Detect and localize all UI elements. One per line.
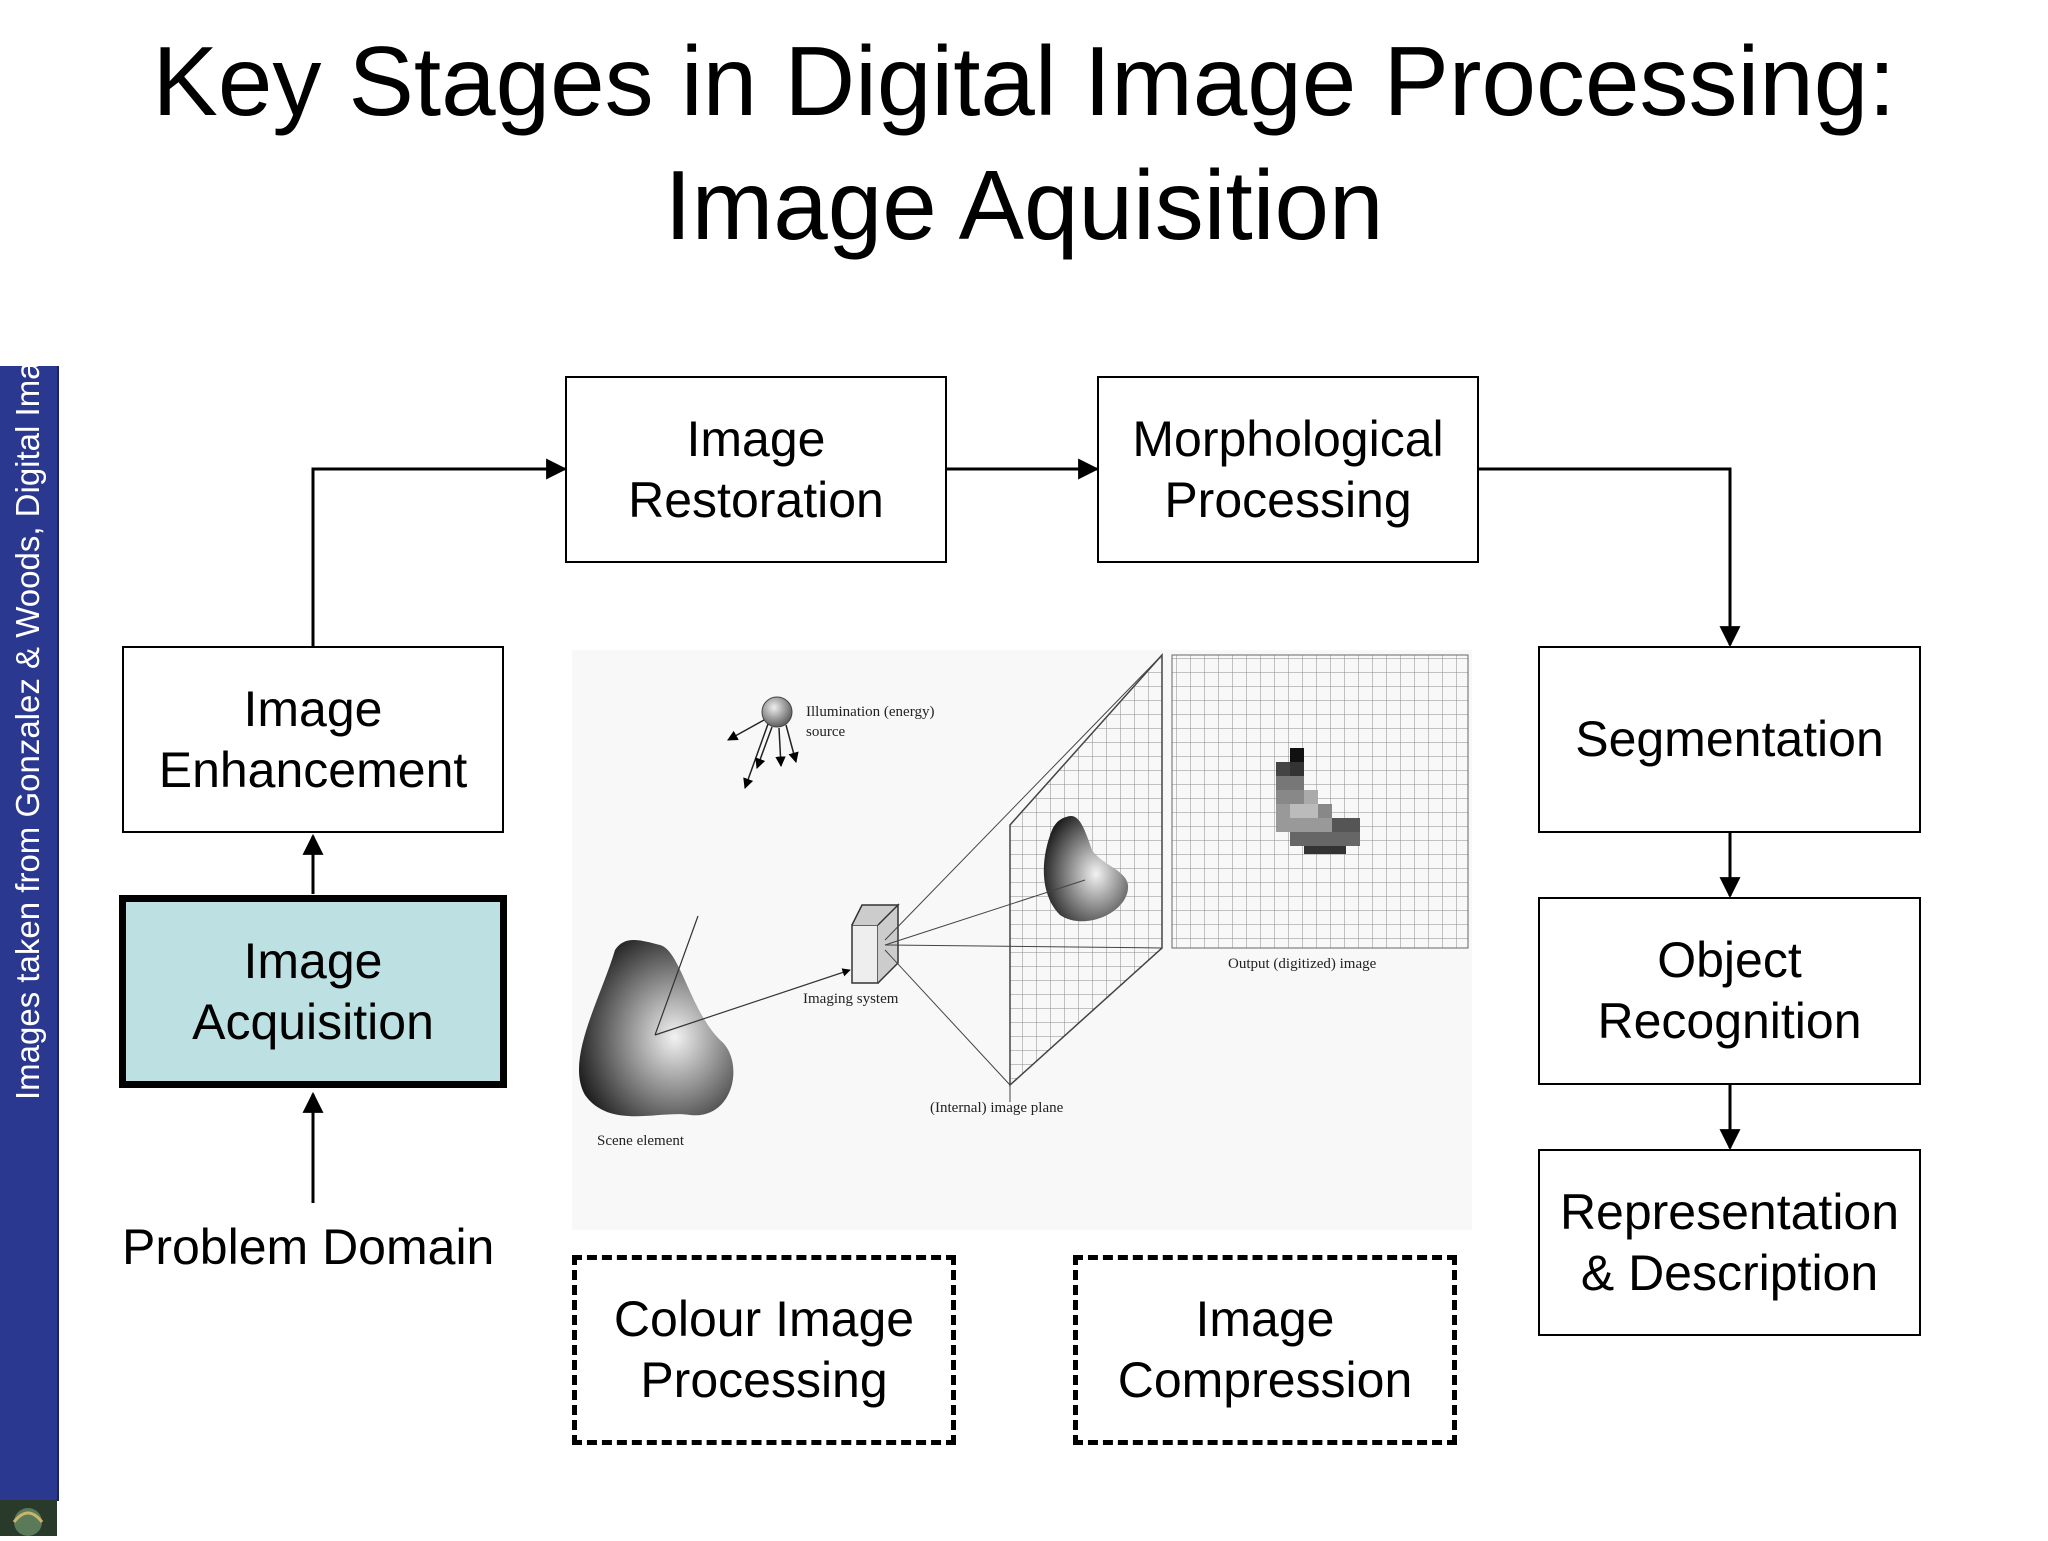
stage-label: Object [1657, 932, 1802, 988]
stage-label: Image [686, 410, 826, 467]
flow-arrows [302, 458, 1741, 1203]
stage-label: Recognition [1597, 993, 1862, 1049]
illumination-label-2: source [806, 724, 845, 740]
image-plane-label: (Internal) image plane [930, 1100, 1064, 1116]
stage-label: Image [1195, 1291, 1335, 1347]
stage-label: & Description [1580, 1244, 1879, 1301]
stage-label: Colour Image [613, 1291, 915, 1347]
acquisition-illustration: Illumination (energy) source Scene eleme… [572, 650, 1472, 1230]
stage-label: Processing [640, 1352, 888, 1408]
stage-label: Processing [1164, 471, 1412, 528]
stage-colour-image-processing[interactable]: Colour Image Processing [572, 1255, 956, 1445]
stage-label: Morphological [1132, 410, 1444, 467]
illumination-label: Illumination (energy) [806, 704, 934, 720]
imaging-system-label: Imaging system [803, 991, 899, 1007]
stage-image-compression[interactable]: Image Compression [1073, 1255, 1457, 1445]
illumination-source-icon [761, 696, 793, 728]
scene-element-label: Scene element [597, 1133, 685, 1149]
stage-image-acquisition[interactable]: Image Acquisition [119, 895, 507, 1088]
title-line-1: Key Stages in Digital Image Processing: [152, 26, 1896, 136]
imaging-system-icon [851, 924, 879, 984]
stage-label: Restoration [628, 471, 884, 528]
stage-morphological-processing[interactable]: Morphological Processing [1097, 376, 1479, 563]
stage-label: Enhancement [158, 741, 468, 798]
problem-domain-label: Problem Domain [122, 1219, 495, 1275]
stage-image-enhancement[interactable]: Image Enhancement [122, 646, 504, 833]
plane-blob [1043, 815, 1129, 922]
stage-label: Image [243, 932, 383, 989]
stage-image-restoration[interactable]: Image Restoration [565, 376, 947, 563]
sidebar-band [0, 366, 59, 1501]
stage-object-recognition[interactable]: Object Recognition [1538, 897, 1921, 1085]
stage-label: Compression [1117, 1352, 1413, 1408]
title-line-2: Image Aquisition [664, 150, 1384, 260]
arrow-enhancement-to-restoration [311, 458, 568, 646]
stage-representation-description[interactable]: Representation & Description [1538, 1149, 1921, 1336]
corner-logo-icon [0, 1500, 57, 1536]
arrow-morphological-to-segmentation [1479, 467, 1741, 648]
scene-element-shape [578, 940, 734, 1117]
output-image-label: Output (digitized) image [1228, 956, 1377, 972]
digitized-blob [1276, 748, 1360, 854]
stage-label: Image [243, 680, 383, 737]
stage-label: Acquisition [192, 993, 434, 1050]
stage-label: Segmentation [1575, 711, 1884, 767]
stage-label: Representation [1559, 1183, 1900, 1240]
stage-segmentation[interactable]: Segmentation [1538, 646, 1921, 833]
